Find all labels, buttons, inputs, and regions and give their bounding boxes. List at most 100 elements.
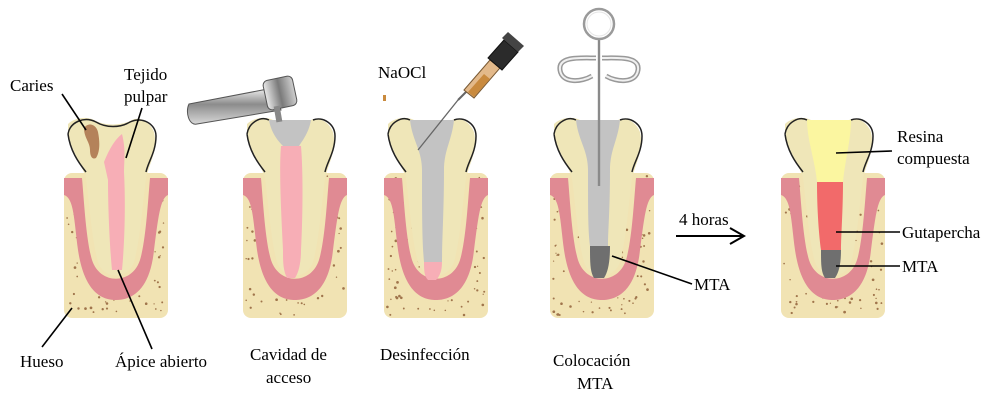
label-tejido-line1: Tejido (124, 65, 167, 84)
bone-speckle-dot (163, 222, 164, 223)
bone-speckle-dot (394, 286, 397, 289)
bone-speckle-dot (617, 297, 618, 298)
bone-speckle-dot (301, 302, 303, 304)
label-time: 4 horas (679, 210, 729, 229)
bone-speckle-dot (569, 305, 572, 308)
bone-speckle-dot (159, 231, 161, 233)
bone-speckle-dot (805, 293, 807, 295)
bone-speckle-dot (578, 301, 579, 302)
bone-speckle-dot (591, 311, 593, 313)
bone-speckle-dot (245, 258, 246, 259)
bone-speckle-dot (293, 314, 295, 316)
bone-speckle-dot (105, 301, 106, 302)
bone-speckle-dot (870, 260, 872, 262)
label-naocl: NaOCl (378, 63, 426, 82)
bone-speckle-dot (392, 270, 393, 271)
bone-speckle-dot (160, 255, 161, 256)
bone-speckle-dot (789, 279, 790, 280)
bone-speckle-dot (247, 258, 249, 260)
bone-speckle-dot (555, 253, 556, 254)
bone-speckle-dot (878, 210, 880, 212)
label-resina-line1: Resina (897, 127, 944, 146)
bone-speckle-dot (479, 272, 481, 274)
label-cavidad-line1: Cavidad de (250, 345, 327, 364)
bone-speckle-dot (785, 212, 787, 214)
bone-speckle-dot (849, 301, 852, 304)
bone-speckle-dot (333, 264, 335, 266)
bone-speckle-dot (643, 234, 646, 237)
bone-speckle-dot (403, 308, 405, 310)
bone-speckle-dot (74, 266, 77, 269)
bone-speckle-dot (390, 255, 392, 257)
bone-speckle-dot (155, 308, 157, 310)
bone-speckle-dot (877, 308, 879, 310)
label-mta-final: MTA (902, 257, 939, 276)
bone-speckle-dot (553, 297, 555, 299)
bone-speckle-dot (554, 245, 556, 247)
bone-speckle-dot (251, 230, 253, 232)
bone-speckle-dot (646, 288, 649, 291)
bone-speckle-dot (386, 306, 389, 309)
bone-speckle-dot (447, 300, 448, 301)
bone-speckle-dot (77, 307, 79, 309)
gutta-percha (817, 182, 843, 250)
bone-speckle-dot (77, 262, 78, 263)
bone-speckle-dot (286, 299, 288, 301)
bone-speckle-dot (153, 303, 154, 304)
naocl-drop (383, 95, 386, 101)
bone-speckle-dot (245, 300, 247, 302)
bone-speckle-dot (73, 293, 75, 295)
bone-speckle-dot (796, 295, 798, 297)
bone-speckle-dot (826, 303, 828, 305)
bone-speckle-dot (116, 311, 118, 313)
bone-speckle-dot (461, 306, 463, 308)
bone-speckle-dot (106, 308, 108, 310)
bone-speckle-dot (249, 206, 251, 208)
bone-speckle-dot (477, 266, 478, 267)
bone-speckle-dot (643, 245, 645, 247)
tooth-stage-mta-placement (550, 9, 654, 318)
bone-speckle-dot (389, 314, 391, 316)
bone-speckle-dot (250, 307, 252, 309)
dental-handpiece (187, 75, 297, 124)
bone-speckle-dot (261, 301, 263, 303)
bone-speckle-dot (145, 302, 148, 305)
bone-speckle-dot (249, 288, 252, 291)
bone-speckle-dot (610, 309, 612, 311)
bone-speckle-dot (429, 308, 431, 310)
time-arrow (676, 228, 744, 244)
bone-speckle-dot (342, 287, 345, 290)
bone-speckle-dot (68, 224, 70, 226)
bone-speckle-dot (642, 238, 644, 240)
bone-speckle-dot (338, 233, 339, 234)
bone-speckle-dot (876, 288, 878, 290)
bone-speckle-dot (395, 269, 397, 271)
bone-speckle-dot (338, 217, 340, 219)
pulp-tissue (280, 146, 302, 278)
bone-speckle-dot (434, 310, 436, 312)
bone-speckle-dot (623, 298, 625, 300)
bone-speckle-dot (622, 257, 623, 258)
bone-speckle-dot (246, 240, 248, 242)
bone-speckle-dot (649, 210, 650, 211)
bone-speckle-dot (474, 266, 476, 268)
bone-speckle-dot (557, 211, 559, 213)
label-colocacion-line2: MTA (577, 374, 614, 393)
bone-speckle-dot (880, 302, 882, 304)
bone-speckle-dot (553, 260, 554, 261)
bone-speckle-dot (154, 280, 156, 282)
bone-speckle-dot (251, 257, 253, 259)
bone-speckle-dot (875, 298, 876, 299)
bone-speckle-dot (317, 297, 319, 299)
bone-speckle-dot (451, 299, 453, 301)
bone-speckle-dot (390, 299, 391, 300)
bone-speckle-dot (161, 301, 163, 303)
bone-speckle-dot (98, 296, 100, 298)
bone-speckle-dot (557, 313, 560, 316)
bone-speckle-dot (253, 293, 255, 295)
tooth-stage-caries (64, 118, 168, 318)
bone-speckle-dot (880, 269, 882, 271)
bone-speckle-dot (878, 289, 880, 291)
bone-speckle-dot (850, 297, 853, 300)
